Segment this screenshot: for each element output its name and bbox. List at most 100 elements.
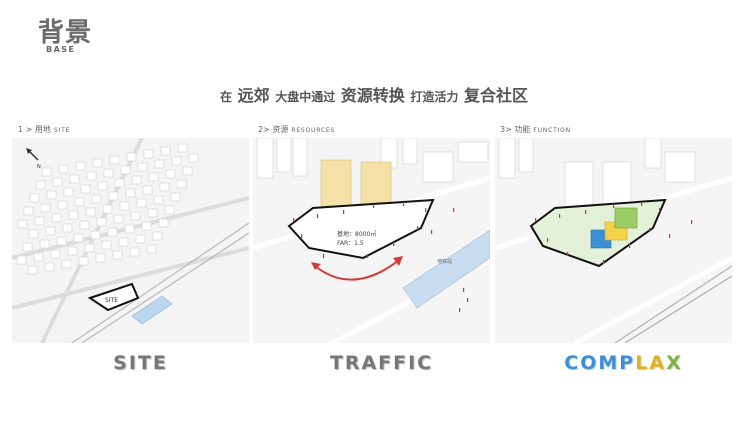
building-block [74, 197, 85, 207]
site-diagram: SITE N [12, 138, 249, 343]
building-block [103, 168, 114, 178]
site-marker [585, 210, 587, 214]
site-marker [293, 218, 295, 222]
site-marker [659, 208, 661, 212]
function-diagram [495, 138, 732, 343]
building-block [34, 216, 45, 226]
building-block [171, 156, 182, 166]
site-marker [547, 238, 549, 242]
site-marker [535, 218, 537, 222]
building-block [165, 169, 176, 179]
building-block [57, 200, 68, 210]
building-block [85, 207, 96, 217]
site-marker [669, 234, 671, 238]
panel-label-en: FUNCTION [533, 127, 571, 134]
site-marker [301, 234, 303, 238]
building-block [97, 181, 108, 191]
building-block [86, 171, 97, 181]
caption-letter: O [580, 352, 599, 374]
building-block [58, 164, 69, 174]
building-block [188, 153, 199, 163]
building-block [28, 229, 39, 239]
building-block [159, 182, 170, 192]
site-marker [367, 254, 369, 258]
building-block [176, 179, 187, 189]
site-marker [629, 244, 631, 248]
building-block [78, 256, 89, 266]
site-marker [603, 260, 605, 264]
site-marker [317, 214, 319, 218]
site-marker [393, 242, 395, 246]
building-block [69, 174, 80, 184]
building-block [182, 166, 193, 176]
building-block [45, 226, 56, 236]
building-block [40, 203, 51, 213]
building-block [68, 210, 79, 220]
building-block [143, 149, 154, 159]
building-block [41, 167, 52, 177]
building-block [33, 252, 44, 262]
building-block [35, 180, 46, 190]
site-marker [431, 230, 433, 234]
building-block [75, 161, 86, 171]
site-diagram-svg: SITE N [12, 138, 249, 343]
station-label: 地铁站 [437, 258, 452, 265]
building-block [152, 231, 163, 241]
headline-part: 复合社区 [463, 86, 528, 105]
building-block [119, 201, 130, 211]
site-marker [403, 202, 405, 206]
site-marker [567, 252, 569, 256]
building-block [118, 237, 129, 247]
headline-part: 在 [220, 90, 233, 104]
building-block [92, 158, 103, 168]
building-block [44, 262, 55, 272]
panel-label-text: 2> 资源 [258, 125, 289, 134]
building-block [136, 198, 147, 208]
headline: 在 远郊 大盘中通过 资源转换 打造活力 复合社区 [0, 82, 748, 106]
panel-label-text: 1 > 用地 [18, 125, 51, 134]
building-block [91, 194, 102, 204]
headline-part: 资源转换 [340, 86, 405, 105]
caption-letter: L [635, 352, 650, 374]
building-block [84, 243, 95, 253]
site-marker [425, 208, 427, 212]
building-block [153, 195, 164, 205]
building-block [131, 175, 142, 185]
caption-letter: C [564, 352, 581, 374]
building-block [112, 250, 123, 260]
building-block [27, 265, 38, 275]
building-block [102, 204, 113, 214]
traffic-diagram-svg: 基地：8000㎡ FAR：1.5 地铁站 [253, 138, 490, 343]
headline-part: 大盘中通过 [275, 90, 336, 104]
building-block [135, 234, 146, 244]
building-block [50, 249, 61, 259]
building-block [46, 190, 57, 200]
function-diagram-svg [495, 138, 732, 343]
site-area-text: 基地：8000㎡ [337, 230, 376, 238]
building-block [126, 152, 137, 162]
site-marker [467, 298, 469, 302]
building-block [96, 217, 107, 227]
building-block [142, 185, 153, 195]
building-block [29, 193, 40, 203]
building-block [80, 184, 91, 194]
panel-label-en: SITE [53, 127, 71, 134]
building-block [164, 205, 175, 215]
building-block [146, 244, 157, 254]
building-block [154, 159, 165, 169]
site-map-label: SITE [105, 297, 118, 304]
building-block [129, 247, 140, 257]
site-marker [649, 228, 651, 232]
building-block [17, 219, 28, 229]
building-block [73, 233, 84, 243]
building-block [124, 224, 135, 234]
caption-letter: A [649, 352, 667, 374]
site-far-text: FAR：1.5 [337, 240, 364, 247]
site-marker [613, 204, 615, 208]
building-block [39, 239, 50, 249]
traffic-diagram: 基地：8000㎡ FAR：1.5 地铁站 [253, 138, 490, 343]
building-block [90, 230, 101, 240]
